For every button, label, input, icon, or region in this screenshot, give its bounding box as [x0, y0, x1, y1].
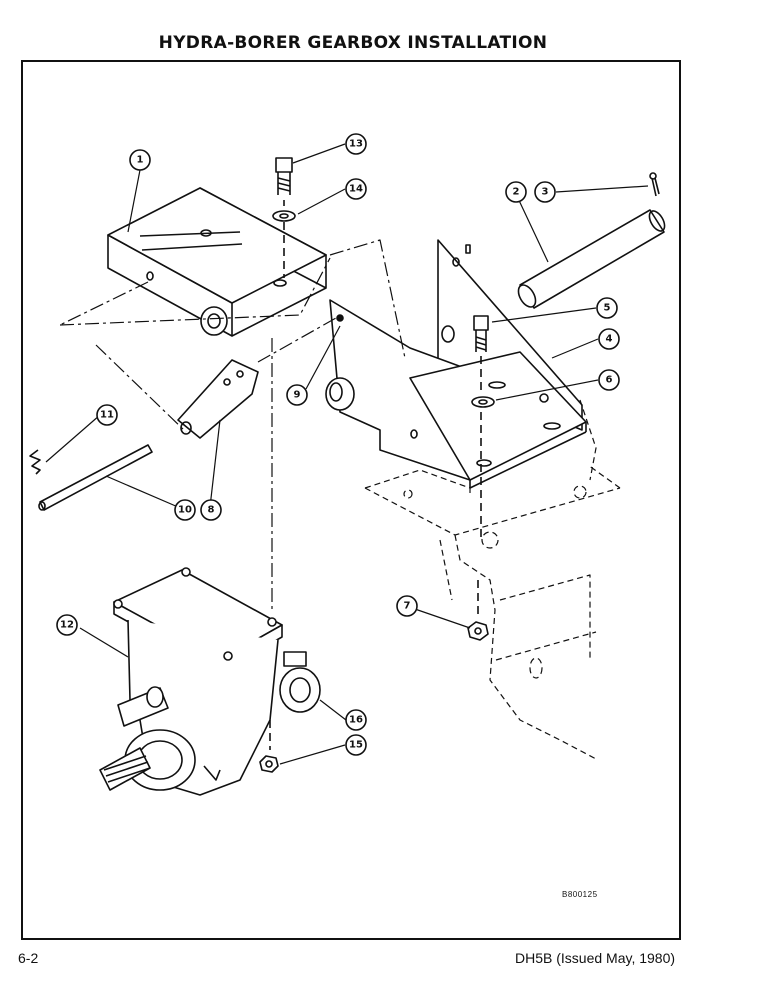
callout-9: 9	[294, 390, 301, 401]
leader-lines	[45, 143, 649, 765]
callout-7: 7	[404, 601, 411, 612]
callout-8: 8	[208, 505, 215, 516]
callout-13: 13	[349, 139, 363, 150]
callout-12: 12	[60, 620, 74, 631]
part-link-arm	[177, 359, 259, 439]
part-upper-bracket	[107, 187, 327, 337]
callout-5: 5	[604, 303, 611, 314]
callout-4: 4	[606, 334, 613, 345]
part-rod	[38, 444, 153, 511]
document-id: DH5B (Issued May, 1980)	[515, 950, 676, 966]
tractor-frame-outline	[364, 399, 621, 761]
part-clip	[29, 449, 41, 475]
part-bolt-upper	[275, 157, 293, 195]
page-title: HYDRA-BORER GEARBOX INSTALLATION	[158, 33, 548, 53]
part-washer-upper	[272, 210, 296, 222]
callout-2: 2	[513, 187, 520, 198]
part-gearbox	[99, 567, 321, 796]
callout-14: 14	[349, 184, 363, 195]
part-washer-plate	[471, 396, 495, 408]
part-mounting-plate	[325, 239, 587, 489]
callout-circles	[56, 133, 620, 756]
callout-10: 10	[178, 505, 192, 516]
callout-6: 6	[606, 375, 613, 386]
callout-1: 1	[137, 155, 144, 166]
callout-15: 15	[349, 740, 363, 751]
part-cotter	[649, 172, 660, 197]
part-nut-lower	[467, 621, 489, 641]
page-number: 6-2	[18, 950, 39, 966]
diagram-frame	[21, 60, 681, 940]
part-pin	[517, 209, 666, 309]
callout-11: 11	[100, 410, 114, 421]
callout-3: 3	[542, 187, 549, 198]
part-bolt-plate	[473, 315, 489, 352]
drawing-code: B800125	[562, 890, 598, 899]
callout-16: 16	[349, 715, 363, 726]
part-nut-gearbox	[259, 755, 279, 773]
assembly-lines	[59, 239, 406, 612]
